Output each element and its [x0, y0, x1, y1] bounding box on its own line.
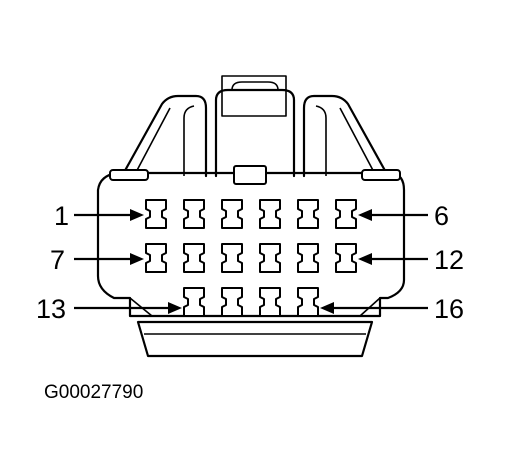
pin-cavity-16 — [297, 287, 319, 317]
figure-id: G00027790 — [44, 382, 143, 403]
pin-cavity-12 — [335, 243, 357, 273]
pin-cavity-10 — [259, 243, 281, 273]
pin-label-12: 12 — [434, 245, 464, 275]
pin-label-16: 16 — [434, 294, 464, 324]
pin-cavity-13 — [183, 287, 205, 317]
center-lock-tab — [214, 75, 296, 185]
pin-cavity-15 — [259, 287, 281, 317]
left-latch — [109, 94, 208, 181]
right-latch — [302, 94, 401, 181]
pin-cavity-2 — [183, 199, 205, 229]
pin-cavity-5 — [297, 199, 319, 229]
pin-cavity-6 — [335, 199, 357, 229]
pin-label-6: 6 — [434, 201, 449, 231]
pin-cavity-7 — [145, 243, 167, 273]
pin-label-1: 1 — [54, 201, 69, 231]
pin-label-7: 7 — [50, 245, 65, 275]
pin-cavities — [145, 199, 357, 317]
pin-cavity-3 — [221, 199, 243, 229]
pin-leaders — [74, 209, 428, 314]
pin-cavity-9 — [221, 243, 243, 273]
pin-cavity-4 — [259, 199, 281, 229]
pin-cavity-1 — [145, 199, 167, 229]
pin-cavity-11 — [297, 243, 319, 273]
pin-cavity-8 — [183, 243, 205, 273]
connector-housing — [96, 171, 406, 358]
pin-label-13: 13 — [36, 294, 66, 324]
pin-cavity-14 — [221, 287, 243, 317]
